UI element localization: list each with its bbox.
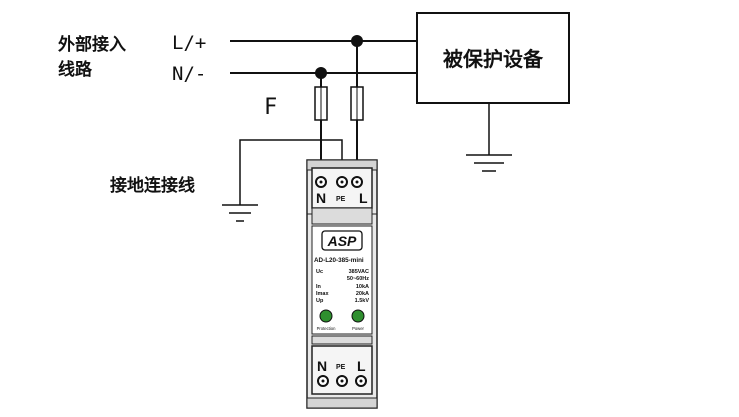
external-line-label-1: 外部接入 [58, 34, 126, 55]
spec-uc-freq: 50~60Hz [347, 276, 369, 282]
top-rail-section [311, 207, 373, 225]
bottom-terminal-pe: PE [336, 364, 346, 371]
bottom-terminal-l: L [357, 358, 366, 374]
bottom-terminal-n: N [317, 358, 327, 374]
protection-indicator-label: Protection [317, 326, 337, 331]
model-number: AD-L20-385-mini [314, 257, 364, 264]
bottom-screw-pe-center [340, 379, 344, 383]
spec-in-name: In [316, 284, 322, 290]
brand-logo-box [321, 230, 363, 251]
spec-up-value: 1.5kV [355, 298, 370, 304]
bottom-screw-n-center [321, 379, 325, 383]
brand-logo: ASP [327, 233, 357, 249]
power-indicator [351, 309, 365, 323]
spec-up-name: Up [316, 298, 324, 304]
line-plus-label: L/+ [172, 32, 206, 54]
surge-protector-device: N PE L ASP AD-L20-385-mini Uc 385VAC 50~… [306, 159, 378, 409]
line-minus-label: N/- [172, 63, 206, 85]
spec-imax-name: Imax [316, 291, 329, 297]
top-terminal-pe: PE [336, 196, 346, 203]
protection-indicator [319, 309, 333, 323]
spec-uc-name: Uc [316, 269, 323, 275]
bottom-screw-l-center [359, 379, 363, 383]
ground-wire-label: 接地连接线 [110, 175, 195, 196]
spec-in-value: 10kA [356, 284, 369, 290]
top-screw-l-center [355, 180, 359, 184]
fuse-label: F [264, 95, 277, 120]
device-bottom-cap [306, 397, 378, 409]
spec-table: Uc 385VAC 50~60Hz In 10kA Imax 20kA Up 1… [316, 269, 369, 304]
top-screw-pe-center [340, 180, 344, 184]
protected-device-label: 被保护设备 [443, 47, 544, 71]
spec-uc-value: 385VAC [349, 269, 369, 275]
top-terminal-l: L [359, 190, 368, 206]
top-terminal-n: N [316, 190, 326, 206]
external-line-label-2: 线路 [58, 59, 93, 80]
bottom-rail-section [311, 335, 373, 345]
power-indicator-label: Power [352, 326, 364, 331]
spec-imax-value: 20kA [356, 291, 369, 297]
protected-device-box [416, 12, 570, 104]
top-screw-n-center [319, 180, 323, 184]
